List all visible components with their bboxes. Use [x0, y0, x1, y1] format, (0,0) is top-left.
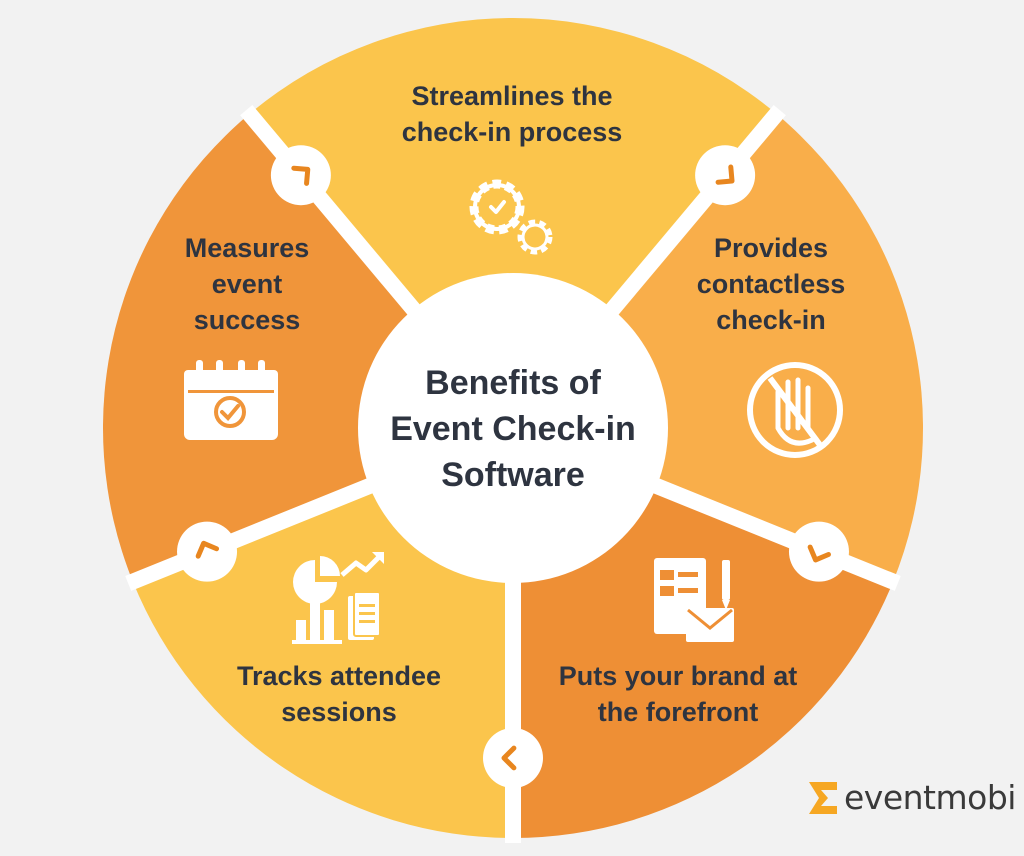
- chevron-marker: [483, 728, 543, 788]
- chevron-icon: [501, 745, 517, 771]
- brand-name: eventmobi: [844, 778, 1016, 817]
- label-measures: Measures event success: [184, 233, 310, 335]
- center-title: Benefits of Event Check-in Software: [390, 364, 636, 494]
- branded-materials-icon: [654, 558, 734, 642]
- chevron-icon: [807, 544, 831, 563]
- calendar-check-icon: [184, 360, 278, 440]
- label-brand: Puts your brand at the forefront: [558, 661, 798, 727]
- analytics-icon: [292, 552, 384, 644]
- chevron-marker: [788, 521, 849, 582]
- chevron-icon: [195, 540, 220, 559]
- chevron-marker: [695, 145, 756, 206]
- label-streamlines: Streamlines the check-in process: [401, 81, 623, 147]
- label-tracks: Tracks attendee sessions: [236, 661, 442, 727]
- label-contactless: Provides contactless check-in: [696, 233, 846, 335]
- chevron-icon: [715, 164, 735, 185]
- eventmobi-logo-icon: [809, 781, 837, 814]
- no-touch-icon: [747, 362, 843, 458]
- eventmobi-logo: eventmobi: [806, 778, 1016, 817]
- center-circle: [358, 273, 668, 583]
- chevron-marker: [270, 145, 331, 206]
- chevron-marker: [177, 521, 238, 582]
- chevron-icon: [291, 165, 311, 186]
- gears-icon: [469, 179, 553, 255]
